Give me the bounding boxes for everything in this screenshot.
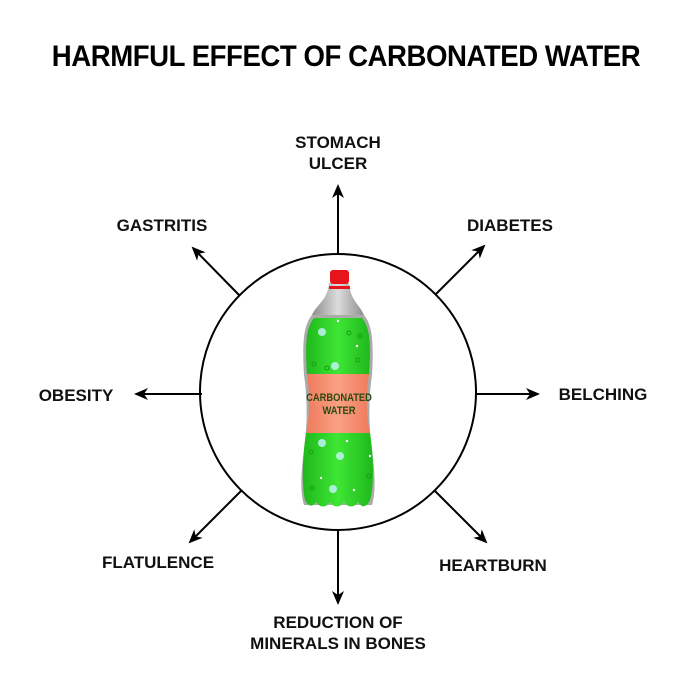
effect-heartburn: HEARTBURN <box>439 556 547 575</box>
effect-belching: BELCHING <box>558 385 648 404</box>
effect-gastritis: GASTRITIS <box>116 216 208 235</box>
arrow-bottom-left <box>188 489 243 544</box>
arrow-top-right <box>435 244 486 295</box>
arrows <box>134 184 540 605</box>
soda-bottle-icon <box>301 270 375 507</box>
effect-reduction-of-minerals: REDUCTION OF MINERALS IN BONES <box>250 613 426 653</box>
effect-obesity: OBESITY <box>38 386 114 405</box>
arrow-top-left <box>191 246 241 297</box>
diagram-title: HARMFUL EFFECT OF CARBONATED WATER <box>51 40 641 73</box>
bottle-label-text: CARBONATED WATER <box>306 392 372 417</box>
arrow-bottom-right <box>433 489 488 544</box>
effect-flatulence: FLATULENCE <box>101 553 215 572</box>
effect-diabetes: DIABETES <box>467 216 553 235</box>
effect-stomach-ulcer: STOMACH ULCER <box>295 133 381 173</box>
